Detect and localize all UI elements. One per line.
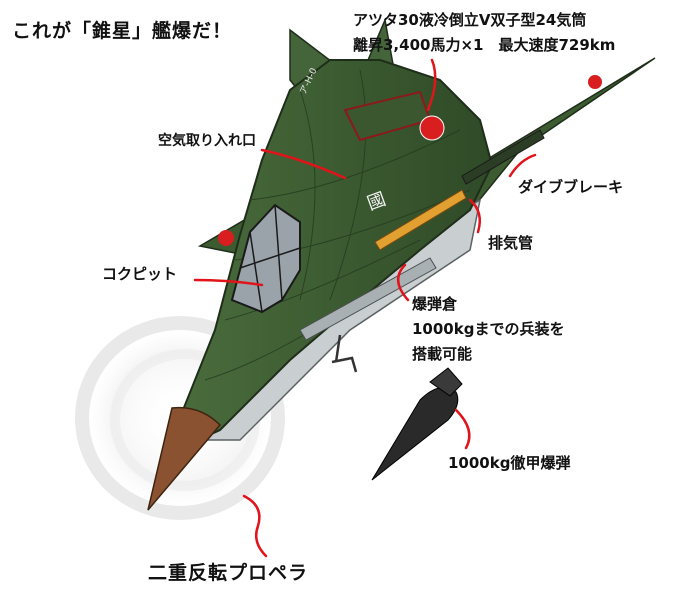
- label-dive-brake: ダイブブレーキ: [518, 178, 624, 196]
- landing-gear: [331, 334, 358, 373]
- label-cockpit: コクピット: [102, 265, 178, 283]
- hinomaru-wing: [588, 75, 602, 89]
- power-speed-spec: 離昇3,400馬力×1 最大速度729km: [353, 36, 616, 54]
- pointer-air-intake: [260, 148, 347, 180]
- cockpit-canopy: [230, 203, 301, 314]
- bomb-body: [371, 387, 459, 481]
- label-air-intake: 空気取り入れ口: [158, 133, 256, 149]
- pointer-bomb: [454, 408, 471, 450]
- label-propeller: 二重反転プロペラ: [148, 562, 309, 584]
- label-exhaust: 排気管: [488, 234, 534, 252]
- dive-brake-panel: [461, 129, 545, 185]
- bomb-illustration: [371, 367, 463, 481]
- bomb-fin: [429, 367, 463, 397]
- pointer-propeller: [242, 494, 268, 558]
- propeller-spinner: [147, 406, 222, 511]
- exhaust-stack: [374, 189, 467, 251]
- engine-spec: アツタ30液冷倒立V双子型24気筒: [353, 11, 587, 29]
- label-bomb-bay-loadable: 搭載可能: [412, 345, 473, 363]
- pointer-dive-brake: [508, 153, 537, 178]
- pointer-engine: [426, 58, 437, 112]
- hinomaru-left-wing: [218, 230, 234, 246]
- label-bomb: 1000kg徹甲爆弾: [448, 454, 571, 472]
- page-title: これが「錐星」艦爆だ！: [12, 20, 233, 42]
- hinomaru-fuselage: [419, 115, 445, 141]
- pointer-bomb-bay: [397, 263, 410, 302]
- pointer-cockpit: [193, 278, 264, 287]
- canopy-frame: [239, 204, 301, 313]
- label-bomb-bay-capacity: 1000kgまでの兵装を: [412, 320, 565, 338]
- annotation-pointers: [193, 58, 537, 558]
- bomb-bay-door: [299, 257, 437, 341]
- pointer-exhaust: [468, 198, 481, 234]
- label-bomb-bay: 爆弾倉: [412, 295, 458, 313]
